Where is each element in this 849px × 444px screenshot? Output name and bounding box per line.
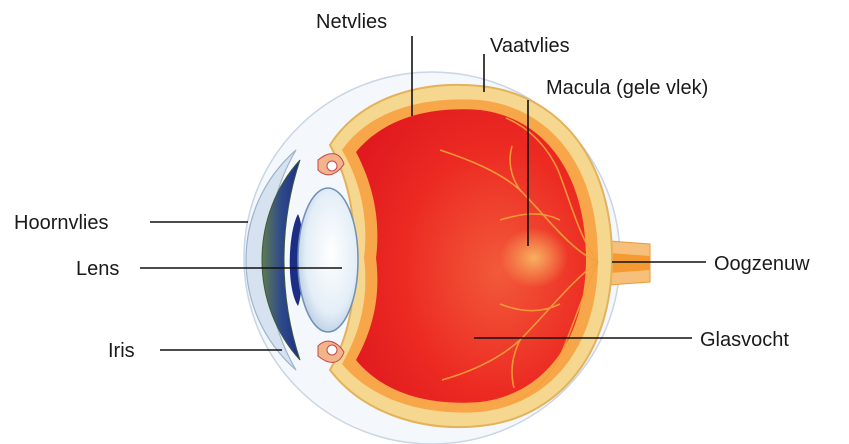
label-glasvocht: Glasvocht (700, 329, 789, 351)
label-vaatvlies: Vaatvlies (490, 35, 570, 57)
macula-spot (500, 228, 568, 288)
lens (298, 188, 358, 332)
eyeball-illustration (244, 72, 650, 444)
label-hoornvlies: Hoornvlies (14, 212, 108, 234)
label-macula: Macula (gele vlek) (546, 77, 708, 99)
label-lens: Lens (76, 258, 119, 280)
label-oogzenuw: Oogzenuw (714, 253, 810, 275)
label-netvlies: Netvlies (316, 11, 387, 33)
label-iris: Iris (108, 340, 135, 362)
